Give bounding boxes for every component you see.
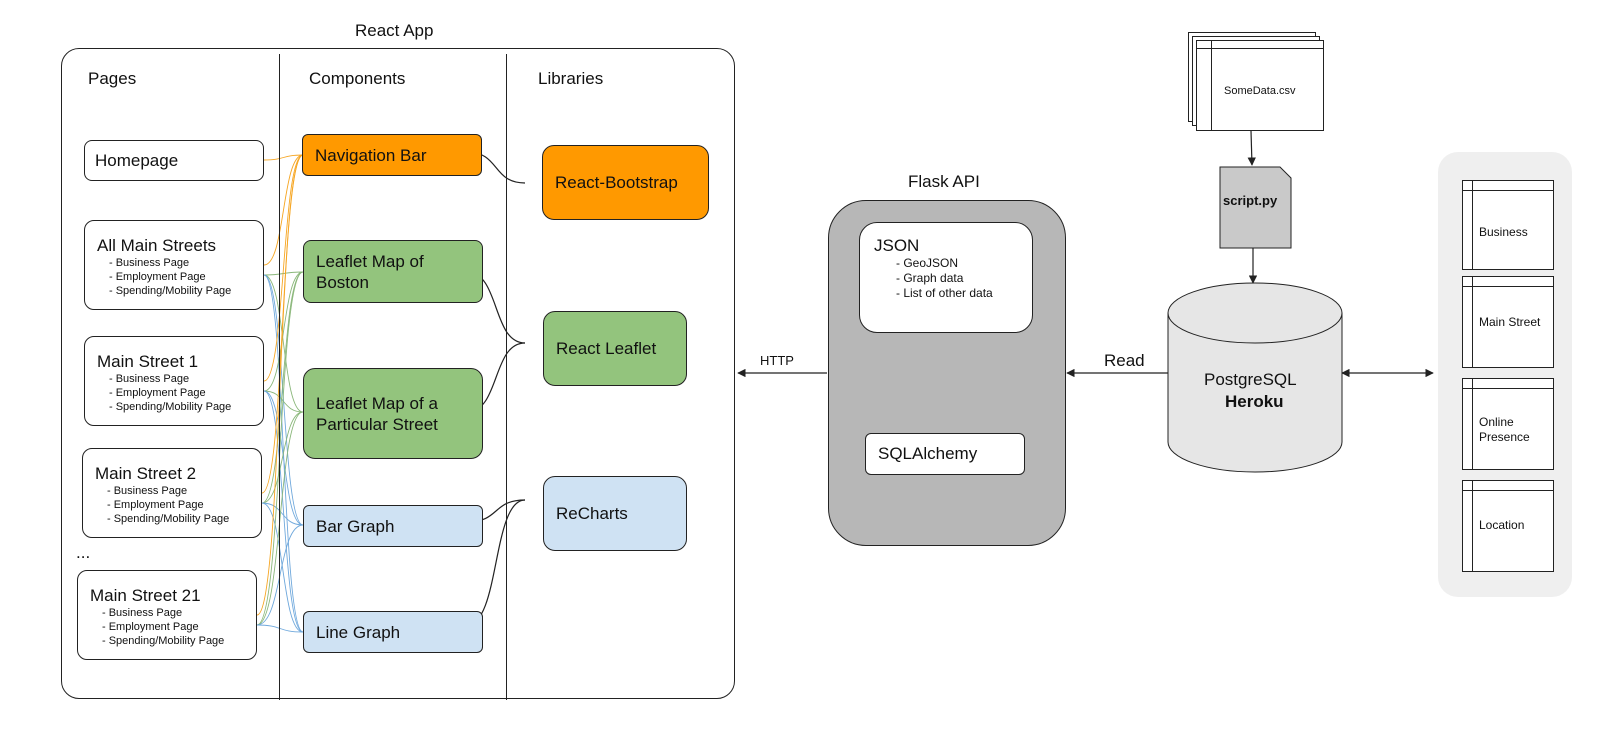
page-sub-business: - Business Page <box>102 607 183 619</box>
table-name: Main Street <box>1479 315 1541 329</box>
table-name: Online Presence <box>1479 415 1530 444</box>
link-page-component <box>256 624 304 633</box>
table-location: Location <box>1462 480 1554 572</box>
column-divider-2 <box>506 54 507 700</box>
component-leaflet-map-boston: Leaflet Map of Boston <box>303 240 483 303</box>
page-sub-spending: - Spending/Mobility Page <box>109 401 232 413</box>
library-react-leaflet: React Leaflet <box>543 311 687 386</box>
link-page-component <box>263 390 304 413</box>
read-label: Read <box>1104 351 1145 370</box>
csv-script-arrow <box>1247 130 1256 166</box>
component-navigation-bar: Navigation Bar <box>302 134 482 176</box>
component-label-line1: Leaflet Map of a <box>316 393 438 413</box>
page-sub-employment: - Employment Page <box>102 621 199 633</box>
component-label: Bar Graph <box>316 516 395 536</box>
table-name: Location <box>1479 518 1525 532</box>
json-item-other-data: - List of other data <box>896 286 993 300</box>
libraries-column-header: Libraries <box>538 69 604 88</box>
sqlalchemy-box: SQLAlchemy <box>865 433 1025 475</box>
page-sub-business: - Business Page <box>107 485 188 497</box>
component-label: Navigation Bar <box>315 145 427 165</box>
page-sub-spending: - Spending/Mobility Page <box>107 513 230 525</box>
http-label: HTTP <box>760 353 794 368</box>
link-page-component <box>263 271 304 392</box>
page-component-links <box>256 154 304 633</box>
table-online-presence: Online Presence <box>1462 378 1554 470</box>
page-title: All Main Streets <box>97 236 217 255</box>
json-item-graph-data: - Graph data <box>896 271 964 285</box>
json-box: JSON - GeoJSON - Graph data - List of ot… <box>859 222 1033 333</box>
heroku-label: Heroku <box>1225 392 1284 411</box>
pages-ellipsis: ... <box>76 543 91 562</box>
page-sub-business: - Business Page <box>109 257 190 269</box>
library-recharts: ReCharts <box>543 476 687 551</box>
component-label-line1: Leaflet Map of <box>316 251 424 271</box>
link-page-component <box>263 390 304 633</box>
page-homepage: Homepage <box>84 140 264 181</box>
csv-margin-line <box>1211 41 1212 130</box>
csv-file: SomeData.csv <box>1196 40 1324 131</box>
column-divider-1 <box>279 54 280 700</box>
library-react-bootstrap: React-Bootstrap <box>542 145 709 220</box>
library-label: React Leaflet <box>556 338 657 358</box>
components-column-header: Components <box>309 69 406 88</box>
page-title: Homepage <box>95 150 179 170</box>
link-page-navbar <box>263 154 304 266</box>
page-title: Main Street 21 <box>90 586 201 605</box>
react-app-container <box>61 48 735 699</box>
csv-header-line <box>1197 48 1323 49</box>
page-sub-employment: - Employment Page <box>109 271 206 283</box>
link-page-navbar <box>263 154 304 161</box>
library-label: React-Bootstrap <box>555 172 678 192</box>
component-label-line2: Particular Street <box>316 414 438 434</box>
json-item-geojson: - GeoJSON <box>896 256 959 270</box>
table-main-street: Main Street <box>1462 276 1554 368</box>
link-page-component <box>256 524 304 626</box>
page-sub-business: - Business Page <box>109 373 190 385</box>
link-page-component <box>256 411 304 626</box>
react-app-title: React App <box>355 21 434 40</box>
link-page-component <box>261 271 304 504</box>
link-page-component <box>261 502 304 526</box>
csv-label: SomeData.csv <box>1224 85 1296 97</box>
page-main-street-2: Main Street 2 - Business Page - Employme… <box>82 448 262 538</box>
link-page-component <box>261 502 304 633</box>
page-main-street-1: Main Street 1 - Business Page - Employme… <box>84 336 264 426</box>
link-page-component <box>263 274 304 413</box>
json-title: JSON <box>874 236 920 255</box>
page-sub-spending: - Spending/Mobility Page <box>102 635 225 647</box>
link-page-component <box>261 411 304 504</box>
script-label: script.py <box>1223 193 1278 208</box>
link-page-navbar <box>263 154 304 382</box>
sqlalchemy-label: SQLAlchemy <box>878 444 978 463</box>
page-all-main-streets: All Main Streets - Business Page - Emplo… <box>84 220 264 310</box>
page-main-street-21: Main Street 21 - Business Page - Employm… <box>77 570 257 660</box>
library-label: ReCharts <box>556 503 628 523</box>
link-page-component <box>256 271 304 626</box>
component-label: Line Graph <box>316 622 401 642</box>
component-bar-graph: Bar Graph <box>303 505 483 547</box>
page-sub-spending: - Spending/Mobility Page <box>109 285 232 297</box>
link-page-navbar <box>256 154 304 616</box>
pages-column-header: Pages <box>88 69 137 88</box>
postgres-label: PostgreSQL <box>1204 370 1297 389</box>
component-line-graph: Line Graph <box>303 611 483 653</box>
page-title: Main Street 1 <box>97 352 199 371</box>
component-leaflet-map-street: Leaflet Map of a Particular Street <box>303 368 483 459</box>
component-label-line2: Boston <box>316 272 369 292</box>
page-sub-employment: - Employment Page <box>107 499 204 511</box>
table-business: Business <box>1462 180 1554 270</box>
link-page-component <box>263 390 304 526</box>
flask-api-title: Flask API <box>908 172 980 191</box>
link-page-component <box>263 274 304 526</box>
page-title: Main Street 2 <box>95 464 197 483</box>
table-name: Business <box>1479 225 1528 239</box>
page-sub-employment: - Employment Page <box>109 387 206 399</box>
